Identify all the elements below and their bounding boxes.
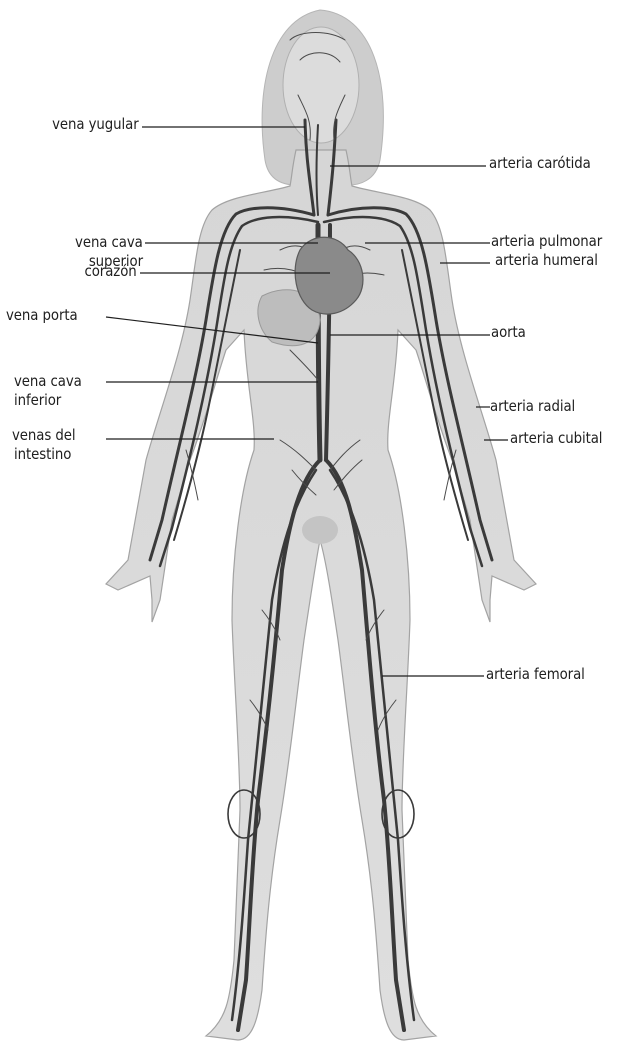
label-vena-cava-superior-line1: vena cava: [75, 233, 143, 252]
label-corazon: corazón: [85, 262, 137, 281]
label-venas-intestino-line1: venas del: [12, 426, 75, 445]
label-arteria-femoral: arteria femoral: [486, 665, 585, 684]
pelvis-shade: [302, 516, 338, 544]
label-aorta: aorta: [491, 323, 526, 342]
label-vena-yugular: vena yugular: [52, 115, 139, 134]
label-arteria-cubital: arteria cubital: [510, 429, 602, 448]
label-vena-porta: vena porta: [6, 306, 78, 325]
label-arteria-humeral: arteria humeral: [495, 251, 598, 270]
face: [283, 27, 359, 143]
label-arteria-carotida: arteria carótida: [489, 154, 591, 173]
label-arteria-radial: arteria radial: [490, 397, 575, 416]
label-vena-cava-inferior-line2: inferior: [14, 391, 61, 410]
label-vena-cava-inferior-line1: vena cava: [14, 372, 82, 391]
label-arteria-pulmonar: arteria pulmonar: [491, 232, 602, 251]
label-venas-intestino-line2: intestino: [14, 445, 71, 464]
